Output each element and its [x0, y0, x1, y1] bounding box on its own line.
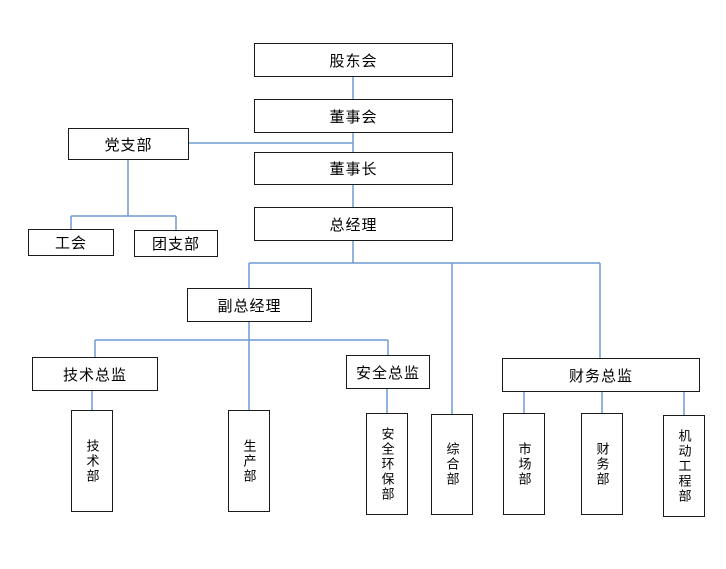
- node-label: 财务部: [594, 441, 610, 487]
- node-general-affairs-dept: 综合部: [431, 414, 473, 515]
- node-label: 团支部: [151, 236, 200, 253]
- node-marketing-dept: 市场部: [503, 413, 545, 515]
- node-label: 股东会: [329, 52, 378, 70]
- node-deputy-general-manager: 副总经理: [187, 288, 312, 322]
- node-label: 市场部: [516, 441, 532, 487]
- node-label: 安全环保部: [379, 426, 395, 502]
- node-production-dept: 生产部: [228, 410, 270, 512]
- node-label: 党支部: [104, 136, 153, 154]
- node-label: 董事会: [329, 108, 378, 126]
- node-technical-director: 技术总监: [32, 357, 158, 391]
- node-safety-environment-dept: 安全环保部: [366, 413, 408, 515]
- node-label: 安全总监: [355, 364, 420, 382]
- node-label: 财务总监: [568, 367, 633, 385]
- node-label: 技术部: [84, 438, 100, 484]
- node-party-branch: 党支部: [68, 128, 189, 160]
- node-label: 生产部: [241, 438, 257, 484]
- node-label: 董事长: [329, 161, 378, 178]
- node-technical-dept: 技术部: [71, 410, 113, 512]
- node-youth-league-branch: 团支部: [134, 230, 218, 257]
- node-label: 总经理: [329, 216, 378, 234]
- node-label: 副总经理: [217, 297, 282, 315]
- node-board-of-directors: 董事会: [254, 99, 453, 133]
- node-labor-union: 工会: [28, 229, 114, 256]
- node-finance-dept: 财务部: [581, 413, 623, 515]
- node-shareholders-meeting: 股东会: [254, 43, 453, 77]
- node-safety-director: 安全总监: [346, 355, 430, 389]
- node-mobile-engineering-dept: 机动工程部: [663, 415, 705, 517]
- node-label: 工会: [54, 235, 87, 252]
- node-general-manager: 总经理: [254, 207, 453, 241]
- node-label: 机动工程部: [676, 428, 692, 504]
- node-label: 综合部: [444, 442, 460, 487]
- node-label: 技术总监: [62, 366, 127, 384]
- node-chairman: 董事长: [254, 152, 453, 185]
- node-finance-director: 财务总监: [502, 358, 700, 392]
